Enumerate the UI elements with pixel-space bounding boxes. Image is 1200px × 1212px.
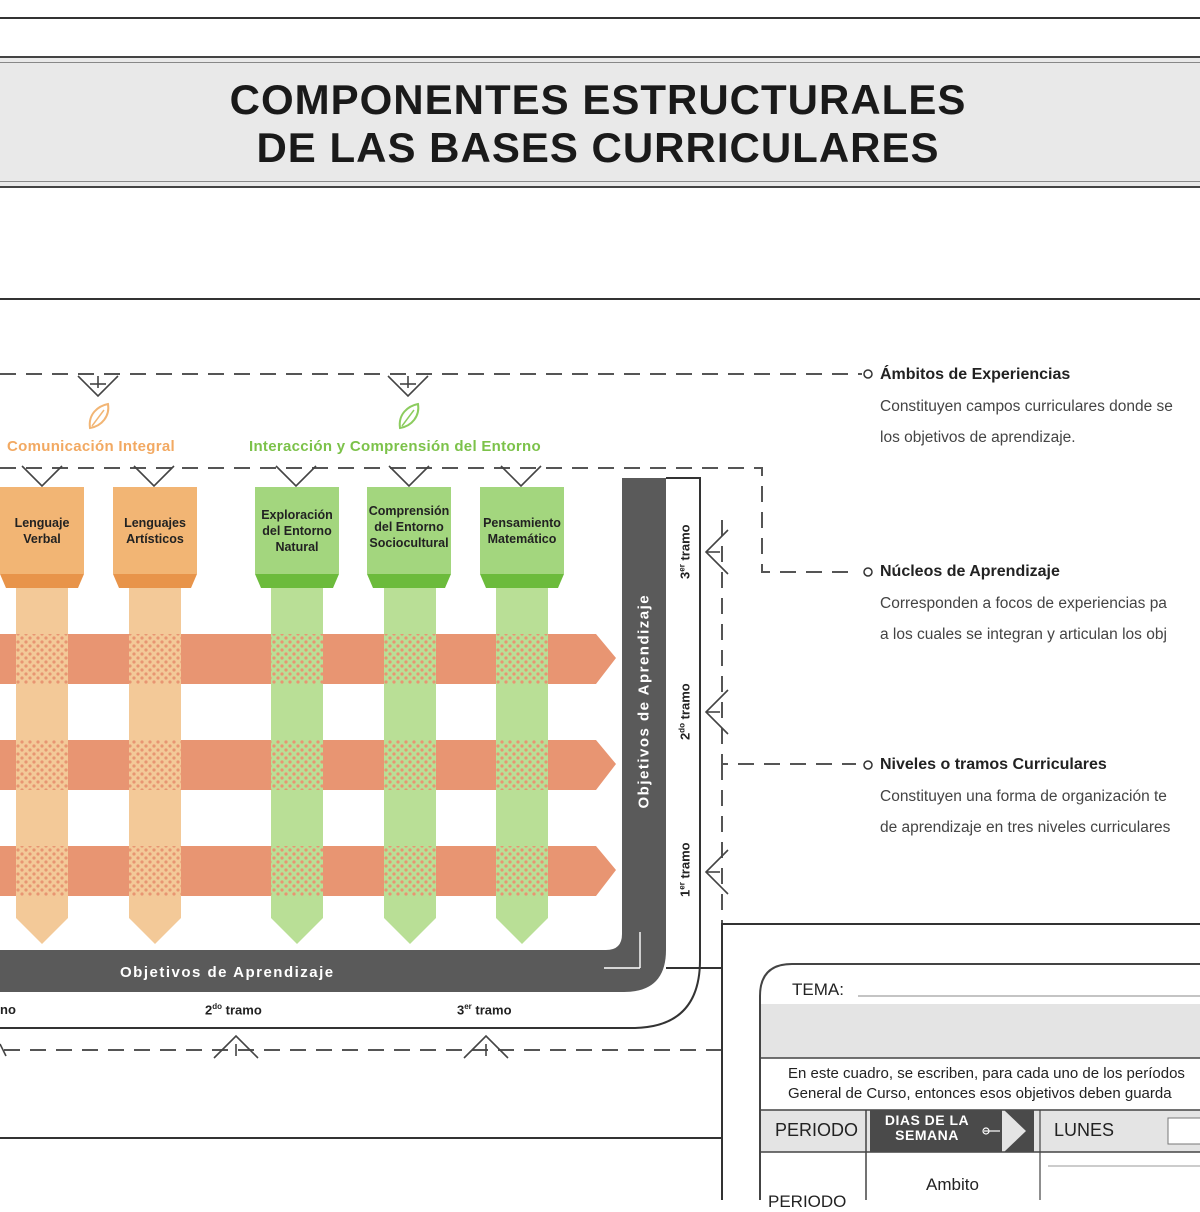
- planning-form: [721, 923, 1200, 1200]
- nucleo-line: Lenguajes: [124, 516, 186, 530]
- legend-nucleos-heading: Núcleos de Aprendizaje: [880, 563, 1060, 580]
- nucleo-line: del Entorno: [262, 524, 332, 538]
- tramo-sup: er: [677, 882, 687, 890]
- nucleo-line: Lenguaje: [14, 516, 70, 530]
- tramo-num: 2: [677, 732, 693, 741]
- nucleos-dot: [863, 567, 873, 577]
- tramo-1-vertical: 1er tramo: [677, 833, 692, 907]
- nucleo-headers: [0, 487, 564, 588]
- tramo-num: 2: [205, 1002, 213, 1018]
- ambitos-dot: [863, 369, 873, 379]
- section-rule: [0, 298, 1200, 300]
- tramo-sup: er: [677, 564, 687, 572]
- tramo-2-horizontal: 2do tramo: [205, 1002, 262, 1017]
- tramo-markers-horizontal: [0, 1034, 509, 1059]
- lunes-header: LUNES: [1054, 1120, 1115, 1140]
- nucleo-line: del Entorno: [374, 520, 444, 534]
- title-line-2: DE LAS BASES CURRICULARES: [256, 124, 940, 171]
- legend-niveles-text: Constituyen una forma de organización te…: [880, 781, 1170, 843]
- tema-label: TEMA:: [792, 980, 844, 999]
- tramo-markers-vertical: [704, 529, 729, 895]
- tramo-word: tramo: [225, 1002, 262, 1018]
- dias-line: SEMANA: [895, 1127, 959, 1143]
- instruction-line: General de Curso, entonces esos objetivo…: [788, 1085, 1172, 1102]
- tramo-sup: do: [677, 723, 687, 733]
- tramo-sup: er: [464, 1002, 472, 1011]
- tramo-word: tramo: [475, 1002, 512, 1018]
- niveles-connector: [721, 520, 856, 765]
- title-banner: COMPONENTES ESTRUCTURALES DE LAS BASES C…: [0, 56, 1200, 188]
- tramo-sup: do: [212, 1002, 223, 1011]
- nucleo-line: Comprensión: [368, 504, 450, 518]
- tramo-num: 1: [677, 889, 693, 897]
- band-corner-marks: [604, 932, 641, 969]
- tramo-word: tramo: [677, 524, 693, 561]
- leaf-icon: [398, 402, 420, 430]
- nucleo-markers: [21, 465, 542, 488]
- dias-semana-header: DIAS DE LA SEMANA: [872, 1113, 982, 1149]
- intersections: [16, 634, 548, 896]
- legend-ambitos-text: Constituyen campos curriculares donde se…: [880, 391, 1173, 453]
- tramo-3-horizontal: 3er tramo: [457, 1002, 512, 1017]
- dias-line: DIAS DE LA: [884, 1112, 970, 1128]
- objetivos-horizontal-label: Objetivos de Aprendizaje: [120, 964, 335, 981]
- ambito-markers: [77, 375, 429, 398]
- legend-ambitos-heading: Ámbitos de Experiencias: [880, 366, 1071, 383]
- tramo-3-vertical: 3er tramo: [677, 515, 692, 589]
- nucleo-line: Pensamiento: [483, 516, 561, 530]
- periodo-header: PERIODO: [775, 1120, 859, 1140]
- tramo-word: tramo: [677, 842, 693, 879]
- nucleo-line: Verbal: [23, 532, 61, 546]
- tramo-word: tramo: [677, 683, 693, 720]
- title-line-1: COMPONENTES ESTRUCTURALES: [229, 76, 967, 123]
- ambito-comunicacion-label: Comunicación Integral: [7, 438, 175, 455]
- nucleo-line: Sociocultural: [369, 536, 449, 550]
- ambito-cell: Ambito: [926, 1175, 979, 1194]
- legend-line: los objetivos de aprendizaje.: [880, 429, 1076, 446]
- ambito-interaccion-label: Interacción y Comprensión del Entorno: [249, 438, 541, 455]
- legend-nucleos-text: Corresponden a focos de experiencias pa …: [880, 588, 1167, 650]
- tramos-track: [0, 477, 701, 1029]
- top-rule: [0, 17, 1200, 19]
- legend-line: Constituyen campos curriculares donde se: [880, 398, 1173, 415]
- legend-line: a los cuales se integran y articulan los…: [880, 626, 1167, 643]
- legend-line: Constituyen una forma de organización te: [880, 788, 1167, 805]
- objetivos-vertical-label: Objetivos de Aprendizaje: [635, 593, 653, 809]
- legend-line: Corresponden a focos de experiencias pa: [880, 595, 1167, 612]
- niveles-dot: [863, 760, 873, 770]
- tramo-num: 3: [677, 571, 693, 579]
- legend-line: de aprendizaje en tres niveles curricula…: [880, 819, 1171, 836]
- periodo-row-label: PERIODO: [768, 1192, 847, 1211]
- nucleo-line: Artísticos: [126, 532, 184, 546]
- niveles-connector-lower: [0, 764, 723, 1051]
- tramo-num: 3: [457, 1002, 465, 1018]
- nucleos-connector: [0, 467, 856, 573]
- nucleo-line: Matemático: [487, 532, 557, 546]
- leaf-icon: [88, 402, 110, 430]
- form-instructions: En este cuadro, se escriben, para cada u…: [788, 1064, 1185, 1104]
- nucleo-line: Natural: [275, 540, 319, 554]
- tramo-1-horizontal: no: [0, 1002, 16, 1017]
- nucleo-line: Exploración: [261, 508, 333, 522]
- instruction-line: En este cuadro, se escriben, para cada u…: [788, 1065, 1185, 1082]
- legend-niveles-heading: Niveles o tramos Curriculares: [880, 756, 1107, 773]
- tramo-2-vertical: 2do tramo: [677, 675, 692, 749]
